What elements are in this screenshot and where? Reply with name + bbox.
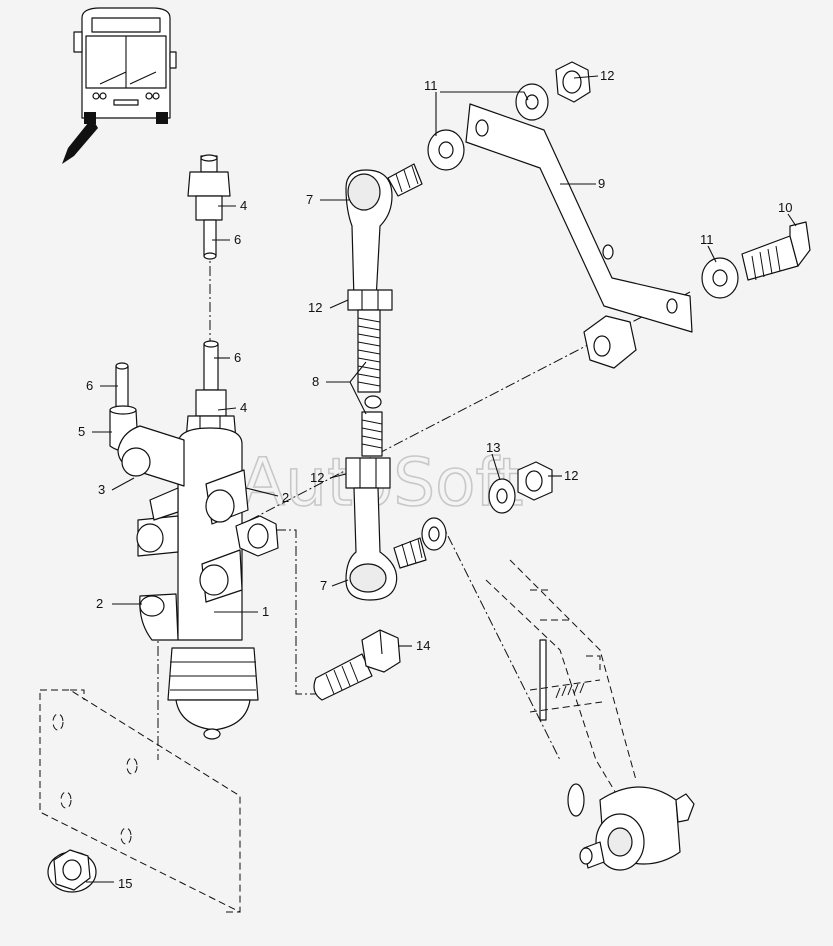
callout-12: 12 — [308, 300, 322, 315]
callout-4: 4 — [240, 198, 247, 213]
callout-4: 4 — [240, 400, 247, 415]
lock-washer-part-13 — [421, 478, 516, 551]
nut-part-12-mid — [517, 461, 553, 501]
nut-part-12-top — [555, 61, 591, 103]
callout-5: 5 — [78, 424, 85, 439]
callout-12: 12 — [310, 470, 324, 485]
alignment-line-bolt — [276, 529, 316, 695]
tube-part-6-top — [203, 219, 217, 260]
callout-6: 6 — [234, 350, 241, 365]
bus-location-icon — [62, 7, 177, 164]
flange-nut-part-15 — [47, 849, 97, 893]
callout-9: 9 — [598, 176, 605, 191]
bracket-part-9 — [465, 103, 693, 333]
axle-arm-assembly — [485, 559, 695, 871]
bolt-part-10 — [741, 221, 811, 281]
callout-7: 7 — [320, 578, 327, 593]
callout-12: 12 — [564, 468, 578, 483]
washer-part-11-right — [701, 257, 739, 299]
callout-12: 12 — [600, 68, 614, 83]
valve-body-part-1 — [117, 425, 279, 740]
callout-6: 6 — [86, 378, 93, 393]
callout-10: 10 — [778, 200, 792, 215]
callout-6: 6 — [234, 232, 241, 247]
fitting-part-4-top — [187, 154, 231, 221]
alignment-line — [249, 291, 691, 521]
callout-2: 2 — [96, 596, 103, 611]
callout-7: 7 — [306, 192, 313, 207]
nut-part-12-lower-rod — [345, 457, 391, 489]
tube-part-6-mid — [203, 340, 219, 391]
callout-15: 15 — [118, 876, 132, 891]
leader-lines — [86, 75, 797, 883]
rod-end-part-7-bottom — [345, 487, 427, 601]
hex-nut-linkage — [583, 315, 637, 369]
mounting-plate — [39, 689, 241, 913]
bolt-part-14 — [313, 629, 401, 701]
threaded-rod-part-8 — [357, 309, 383, 457]
callout-14: 14 — [416, 638, 430, 653]
callout-1: 1 — [262, 604, 269, 619]
nut-part-12-upper-rod — [347, 289, 393, 311]
rod-end-part-7-top — [345, 163, 423, 301]
callout-11: 11 — [700, 232, 714, 247]
callout-13: 13 — [486, 440, 500, 455]
callout-8: 8 — [312, 374, 319, 389]
callout-2: 2 — [282, 490, 289, 505]
callout-11: 11 — [424, 78, 438, 93]
callout-3: 3 — [98, 482, 105, 497]
